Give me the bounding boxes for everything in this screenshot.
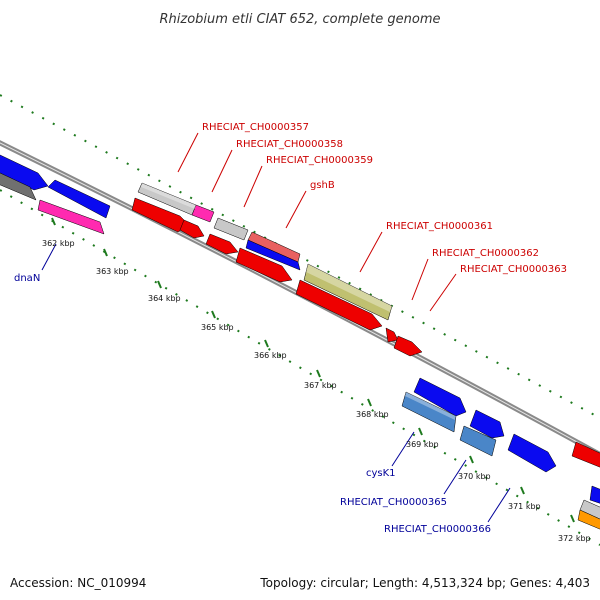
gene-red-361-cds[interactable] xyxy=(295,279,383,331)
gene-RHECIAT-CH0000361[interactable] xyxy=(303,263,393,321)
tick-label-366: 366 kbp xyxy=(254,351,287,360)
label-RHECIAT-CH0000359[interactable]: RHECIAT_CH0000359 xyxy=(266,155,373,166)
label-RHECIAT-CH0000366[interactable]: RHECIAT_CH0000366 xyxy=(384,524,491,535)
leader-lines xyxy=(41,132,511,523)
tick-label-371: 371 kbp xyxy=(508,502,541,511)
label-RHECIAT-CH0000365[interactable]: RHECIAT_CH0000365 xyxy=(340,497,447,508)
gene-pink-inner-left[interactable] xyxy=(37,199,105,235)
inner-dotted-rail xyxy=(0,189,600,546)
label-gshB[interactable]: gshB xyxy=(310,180,335,191)
tick-label-372: 372 kbp xyxy=(558,534,591,543)
gene-RHECIAT-CH0000365[interactable] xyxy=(459,425,497,457)
tick-label-370: 370 kbp xyxy=(458,472,491,481)
gene-features xyxy=(0,154,600,530)
gene-gray-right-edge[interactable] xyxy=(579,499,600,520)
gene-RHECIAT-CH0000358[interactable] xyxy=(191,204,215,223)
tick-marks xyxy=(51,217,575,523)
gene-cysK1[interactable] xyxy=(401,391,457,433)
tick-label-367: 367 kbp xyxy=(304,381,337,390)
gene-red-358-cds[interactable] xyxy=(179,219,205,239)
gene-red-right-edge[interactable] xyxy=(571,441,600,468)
accession-text: Accession: NC_010994 xyxy=(10,576,147,590)
map-title: Rhizobium etli CIAT 652, complete genome xyxy=(160,12,441,27)
label-RHECIAT-CH0000357[interactable]: RHECIAT_CH0000357 xyxy=(202,122,309,133)
gene-blue-364[interactable] xyxy=(413,377,467,417)
label-dnaN[interactable]: dnaN xyxy=(14,273,40,284)
gene-red-362-cds[interactable] xyxy=(385,327,399,343)
gene-blue-outer-left[interactable] xyxy=(0,154,49,191)
gene-shading xyxy=(141,183,456,420)
gene-blue-right-edge[interactable] xyxy=(589,485,600,504)
label-RHECIAT-CH0000358[interactable]: RHECIAT_CH0000358 xyxy=(236,139,343,150)
tick-label-364: 364 kbp xyxy=(148,294,181,303)
label-RHECIAT-CH0000363[interactable]: RHECIAT_CH0000363 xyxy=(460,264,567,275)
gene-red-359-cds[interactable] xyxy=(205,233,239,255)
label-RHECIAT-CH0000361[interactable]: RHECIAT_CH0000361 xyxy=(386,221,493,232)
gene-blue-365a[interactable] xyxy=(469,409,505,439)
tick-label-362: 362 kbp xyxy=(42,239,75,248)
label-cysK1[interactable]: cysK1 xyxy=(366,468,396,479)
gene-labels: RHECIAT_CH0000357 RHECIAT_CH0000358 RHEC… xyxy=(14,122,567,535)
tick-label-368: 368 kbp xyxy=(356,410,389,419)
gene-RHECIAT-CH0000359[interactable] xyxy=(213,217,249,241)
genome-backbone xyxy=(0,140,600,458)
gene-gshB-blue[interactable] xyxy=(245,239,301,271)
label-RHECIAT-CH0000362[interactable]: RHECIAT_CH0000362 xyxy=(432,248,539,259)
tick-label-369: 369 kbp xyxy=(406,440,439,449)
gene-red-363-cds[interactable] xyxy=(393,335,423,357)
gene-orange-right-edge[interactable] xyxy=(577,509,600,530)
gene-RHECIAT-CH0000366[interactable] xyxy=(507,433,557,473)
tick-label-363: 363 kbp xyxy=(96,267,129,276)
gene-blue-inner-left[interactable] xyxy=(47,179,111,219)
tick-label-365: 365 kbp xyxy=(201,323,234,332)
gene-red-gshB-cds[interactable] xyxy=(235,247,293,283)
topology-text: Topology: circular; Length: 4,513,324 bp… xyxy=(260,576,590,590)
gene-gray-outer-left[interactable] xyxy=(0,172,37,201)
tick-labels: 362 kbp 363 kbp 364 kbp 365 kbp 366 kbp … xyxy=(42,239,591,543)
